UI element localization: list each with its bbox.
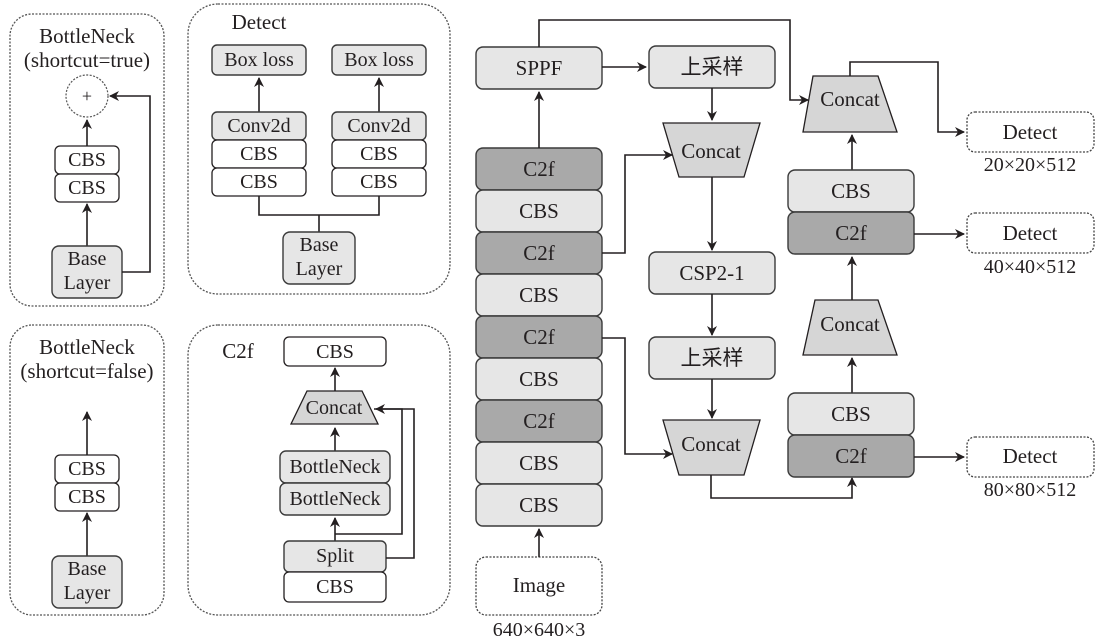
concat-label: Concat (820, 87, 880, 111)
panel-title: Detect (232, 10, 287, 34)
backbone-block-label: CBS (519, 493, 559, 517)
panel-detect: Detect Box loss Conv2d CBS CBS Box loss … (187, 3, 451, 295)
concat-block (802, 75, 898, 133)
box-loss-block (211, 44, 307, 76)
cbs-label: CBS (240, 143, 278, 165)
cbs-label: CBS (360, 143, 398, 165)
concat-block (662, 419, 761, 476)
panel-bottleneck-shortcut-true: BottleNeck (shortcut=true) + CBS CBS Bas… (9, 13, 165, 307)
cbs-label: CBS (316, 341, 354, 363)
cbs-label: CBS (68, 177, 106, 199)
cbs-label: CBS (831, 402, 871, 426)
output-size-label: 80×80×512 (984, 479, 1077, 501)
output-size-label: 20×20×512 (984, 154, 1077, 176)
cbs-label: CBS (240, 171, 278, 193)
base-layer-block (51, 555, 123, 609)
sppf-label: SPPF (516, 56, 563, 80)
detect-label: Detect (1003, 120, 1058, 144)
backbone-block-label: C2f (523, 157, 555, 181)
cbs-label: CBS (68, 458, 106, 480)
csp-label: CSP2-1 (679, 261, 744, 285)
arrow (849, 61, 965, 137)
panel-bottleneck-shortcut-false: BottleNeck (shortcut=false) CBS CBS Base… (9, 324, 165, 616)
arrow (710, 475, 857, 499)
cbs-block (54, 482, 120, 512)
base-label: Base (300, 234, 339, 256)
skip-connection (375, 404, 415, 559)
backbone-block-label: CBS (519, 451, 559, 475)
concat-block (289, 390, 380, 425)
add-symbol: + (82, 86, 92, 106)
concat-block (802, 299, 898, 356)
panel-subtitle: (shortcut=true) (24, 48, 150, 72)
add-node-icon (65, 74, 109, 118)
box-loss-label: Box loss (344, 49, 414, 71)
c2f-block (787, 434, 915, 478)
arrow (538, 19, 809, 105)
upsample-label: 上采样 (681, 346, 744, 370)
cbs-label: CBS (68, 149, 106, 171)
detect-output-block (966, 111, 1095, 153)
cbs-block (54, 173, 120, 203)
concat-label: Concat (681, 432, 741, 456)
arrow (602, 150, 673, 254)
output-size-label: 40×40×512 (984, 256, 1077, 278)
backbone-block-label: C2f (523, 325, 555, 349)
base-label: Base (68, 248, 107, 270)
bottleneck-label: BottleNeck (289, 456, 380, 478)
cbs-label: CBS (316, 576, 354, 598)
concat-label: Concat (820, 312, 880, 336)
bottleneck-block (279, 482, 391, 516)
c2f-block (787, 211, 915, 255)
concat-label: Concat (306, 397, 363, 419)
base-label: Layer (296, 258, 343, 280)
concat-label: Concat (681, 139, 741, 163)
panel-title: BottleNeck (39, 24, 135, 48)
bottleneck-label: BottleNeck (289, 488, 380, 510)
c2f-label: C2f (835, 444, 867, 468)
input-size-label: 640×640×3 (493, 619, 586, 641)
backbone-block-label: CBS (519, 367, 559, 391)
cbs-block (283, 571, 387, 603)
shortcut-arrow (109, 91, 151, 273)
box-loss-block (331, 44, 427, 76)
base-layer-block (282, 231, 356, 285)
image-label: Image (513, 573, 565, 597)
c2f-label: C2f (835, 221, 867, 245)
detect-label: Detect (1003, 444, 1058, 468)
base-label: Layer (64, 582, 111, 604)
cbs-label: CBS (360, 171, 398, 193)
arrow (602, 337, 673, 459)
backbone-cbs-block (475, 483, 603, 527)
backbone-block-label: C2f (523, 241, 555, 265)
cbs-block (283, 336, 387, 367)
panel-c2f: C2f CBS Concat BottleNeck BottleNeck Spl… (187, 324, 451, 616)
detect-label: Detect (1003, 221, 1058, 245)
cbs-label: CBS (68, 486, 106, 508)
panel-title: BottleNeck (39, 335, 135, 359)
conv2d-label: Conv2d (347, 115, 410, 137)
box-loss-label: Box loss (224, 49, 294, 71)
panel-border (187, 3, 451, 295)
concat-block (662, 122, 761, 178)
backbone-block-label: CBS (519, 199, 559, 223)
panel-title: C2f (222, 339, 254, 363)
backbone-block-label: C2f (523, 409, 555, 433)
detect-output-block (966, 212, 1095, 254)
split-label: Split (316, 545, 354, 567)
base-label: Base (68, 558, 107, 580)
base-label: Layer (64, 272, 111, 294)
panel-subtitle: (shortcut=false) (20, 359, 153, 383)
upsample-label: 上采样 (681, 55, 744, 79)
cbs-label: CBS (831, 179, 871, 203)
detect-output-block (966, 436, 1095, 478)
conv2d-label: Conv2d (227, 115, 290, 137)
backbone-block-label: CBS (519, 283, 559, 307)
